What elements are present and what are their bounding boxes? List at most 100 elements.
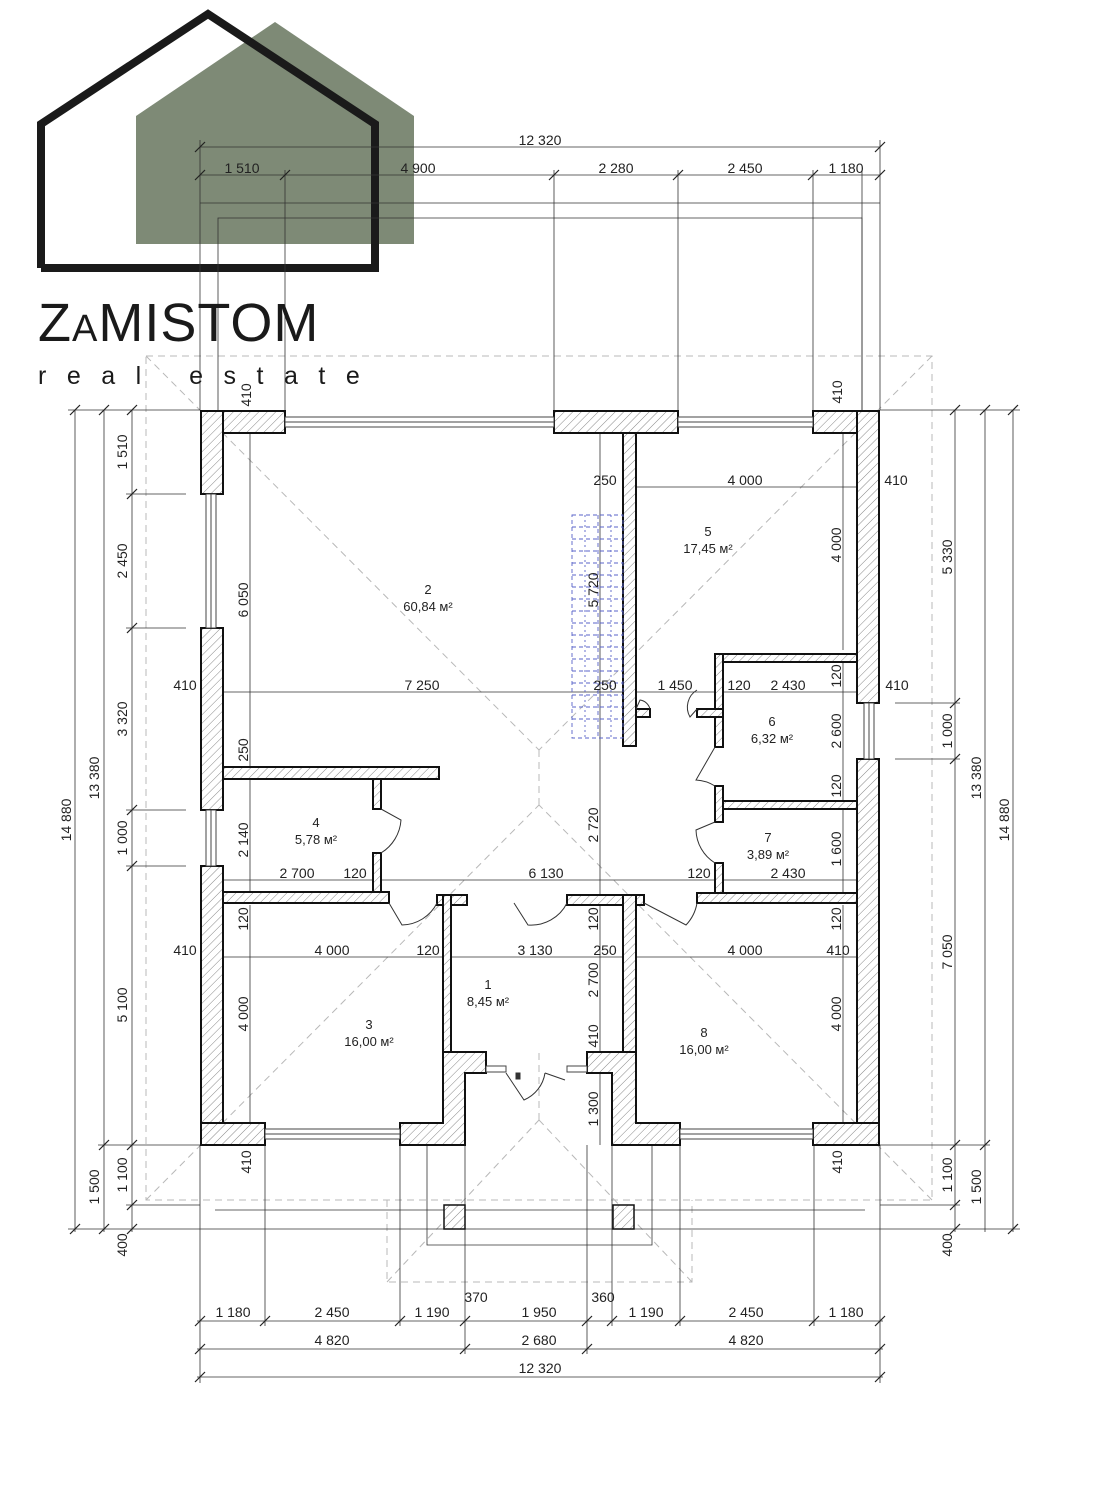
wall-hall-stub — [696, 708, 724, 718]
dim-corridor-height: 2 720 — [585, 807, 601, 842]
dim-left-6: 1 100 — [114, 1157, 130, 1192]
dim-left-7: 1 500 — [86, 1169, 102, 1204]
room-1-number: 1 — [484, 977, 491, 992]
dim-r1-width: 3 130 — [517, 942, 552, 958]
dimension-labels: 12 320 1 510 4 900 2 280 2 450 1 180 1 1… — [58, 132, 1012, 1376]
room-7-area: 3,89 м² — [747, 847, 790, 862]
dim-wall-bottom-right: 410 — [829, 1150, 845, 1174]
dim-r5-height: 4 000 — [828, 527, 844, 562]
dim-r1-wall: 250 — [593, 942, 617, 958]
dim-top-5: 1 180 — [828, 160, 863, 176]
wall-left-upper — [200, 410, 224, 495]
dim-r6-height: 2 600 — [828, 713, 844, 748]
dim-r6-bottom: 120 — [828, 774, 844, 798]
porch-columns — [443, 1204, 635, 1230]
dim-r8-height: 4 000 — [828, 996, 844, 1031]
dimension-lines — [68, 140, 1020, 1383]
wall-room2-bottom — [222, 766, 440, 780]
dim-bottom-8: 2 450 — [728, 1304, 763, 1320]
dim-r3-wall-right: 120 — [416, 942, 440, 958]
dim-r5-width: 4 000 — [727, 472, 762, 488]
dim-left-overall-1: 13 380 — [86, 756, 102, 799]
dim-left-2: 2 450 — [114, 543, 130, 578]
room-6-number: 6 — [768, 714, 775, 729]
logo-wordmark: ZAMISTOM — [38, 296, 319, 350]
dim-right-overall-2: 14 880 — [996, 798, 1012, 841]
dim-r2-lower: 250 — [235, 738, 251, 762]
logo-wordmark-rest: MISTOM — [98, 293, 320, 353]
room-3-area: 16,00 м² — [344, 1034, 394, 1049]
dim-r2-width: 7 250 — [404, 677, 439, 693]
dim-top-4: 2 450 — [727, 160, 762, 176]
wall-room8-top — [635, 894, 645, 906]
dim-left-8: 400 — [114, 1233, 130, 1257]
wall-entry-right — [586, 1051, 681, 1146]
wall-room4-right-upper — [372, 778, 382, 810]
windows — [205, 416, 875, 1140]
dim-r5-wall-right: 410 — [884, 472, 908, 488]
dim-r7-width: 2 430 — [770, 865, 805, 881]
dim-left-3: 3 320 — [114, 701, 130, 736]
wall-room6-left-upper — [714, 653, 724, 710]
dim-bottom-mid-1: 4 820 — [314, 1332, 349, 1348]
dim-stair-length: 5 720 — [585, 572, 601, 607]
dim-r1-top: 120 — [585, 907, 601, 931]
walls — [200, 410, 880, 1146]
dim-bottom-6: 360 — [591, 1289, 615, 1305]
wall-room7-top — [714, 800, 858, 810]
room-4-area: 5,78 м² — [295, 832, 338, 847]
dim-r8-width: 4 000 — [727, 942, 762, 958]
wall-room1-top-right — [566, 894, 628, 906]
wall-stair-stub — [635, 708, 651, 718]
dim-r7-wall: 120 — [687, 865, 711, 881]
logo-tagline: real estate — [38, 362, 381, 390]
dim-r1-bottom: 410 — [585, 1024, 601, 1048]
dim-wall-bottom-left: 410 — [238, 1150, 254, 1174]
wall-bottom-right — [812, 1122, 880, 1146]
dim-bottom-mid-3: 4 820 — [728, 1332, 763, 1348]
dim-corridor-width: 6 130 — [528, 865, 563, 881]
staircase — [571, 514, 624, 739]
wall-top-middle — [553, 410, 679, 434]
dim-r1-height: 2 700 — [585, 962, 601, 997]
room-5-area: 17,45 м² — [683, 541, 733, 556]
room-labels: 2 60,84 м² 5 17,45 м² 6 6,32 м² 4 5,78 м… — [295, 524, 794, 1057]
dim-porch-depth: 1 300 — [585, 1091, 601, 1126]
dim-r6-wall: 120 — [727, 677, 751, 693]
dim-right-1: 5 330 — [939, 539, 955, 574]
logo-house-outline — [37, 9, 379, 272]
dim-r7-height: 1 600 — [828, 831, 844, 866]
room-8-number: 8 — [700, 1025, 707, 1040]
dim-top-1: 1 510 — [224, 160, 259, 176]
dimension-ticks — [69, 141, 1019, 1383]
dim-r4-height: 2 140 — [235, 822, 251, 857]
wall-right-upper — [856, 410, 880, 704]
dim-right-6: 400 — [939, 1233, 955, 1257]
doors — [380, 689, 716, 1101]
dim-r2-height: 6 050 — [235, 582, 251, 617]
dim-bottom-9: 1 180 — [828, 1304, 863, 1320]
dim-left-4: 1 000 — [114, 820, 130, 855]
dim-hall-width: 1 450 — [657, 677, 692, 693]
room-5-number: 5 — [704, 524, 711, 539]
dim-r3-height: 4 000 — [235, 996, 251, 1031]
wall-bottom-left — [200, 1122, 266, 1146]
dim-right-overall-1: 13 380 — [968, 756, 984, 799]
dim-r4-width: 2 700 — [279, 865, 314, 881]
logo-wordmark-prefix: Z — [38, 293, 72, 353]
room-7-number: 7 — [764, 830, 771, 845]
wall-left-middle — [200, 627, 224, 811]
porch-column-left — [443, 1204, 466, 1230]
dim-r5-wall: 250 — [593, 472, 617, 488]
room-2-area: 60,84 м² — [403, 599, 453, 614]
logo-mark — [37, 9, 414, 272]
dim-bottom-5: 1 950 — [521, 1304, 556, 1320]
dim-bottom-7: 1 190 — [628, 1304, 663, 1320]
dim-r8-top: 120 — [828, 907, 844, 931]
logo-wordmark-small: A — [72, 308, 99, 350]
dim-bottom-2: 2 450 — [314, 1304, 349, 1320]
dim-bottom-1: 1 180 — [215, 1304, 250, 1320]
dim-bottom-3: 1 190 — [414, 1304, 449, 1320]
dim-r8-wall-right: 410 — [826, 942, 850, 958]
